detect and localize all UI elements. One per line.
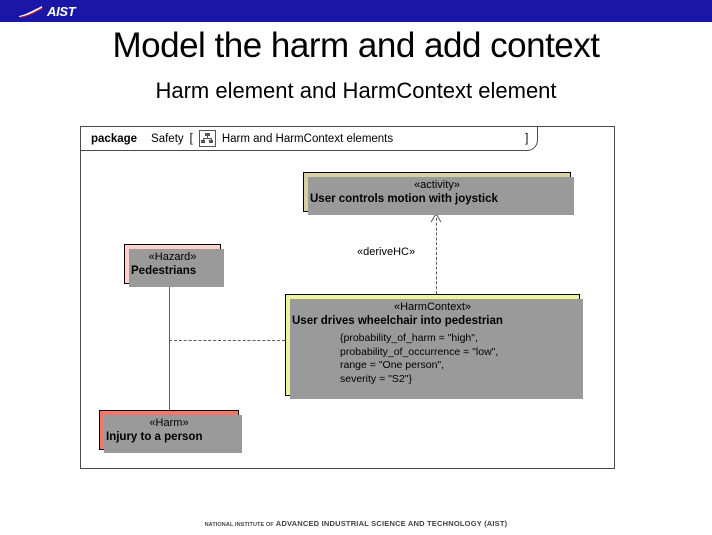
frame-bracket-open: [ — [189, 132, 193, 145]
frame-bracket-close: ] — [525, 132, 529, 145]
property-line: {probability_of_harm = "high", — [340, 332, 478, 344]
slide-title: Model the harm and add context — [112, 26, 600, 65]
node-harmcontext-body: «HarmContext» User drives wheelchair int… — [286, 295, 579, 392]
node-hazard-name: Pedestrians — [131, 265, 197, 277]
node-hazard-stereotype: «Hazard» — [148, 251, 197, 263]
node-harm-shadow — [104, 415, 242, 453]
node-harmcontext-properties: {probability_of_harm = "high", probabili… — [292, 332, 573, 386]
property-line: range = "One person", — [340, 359, 445, 371]
node-harmcontext-shadow — [290, 299, 583, 399]
node-harm[interactable]: «Harm» Injury to a person — [99, 410, 242, 453]
node-activity-shadow — [308, 177, 574, 215]
edge-hazard-harm-line — [169, 284, 170, 410]
top-banner — [0, 0, 712, 22]
node-harm-body: «Harm» Injury to a person — [100, 411, 238, 451]
package-diagram-icon — [198, 130, 216, 147]
frame-package-name: Safety — [151, 132, 184, 145]
property-line: probability_of_occurrence = "low", — [340, 345, 499, 358]
node-activity-body: «activity» User controls motion with joy… — [304, 173, 570, 213]
node-hazard-body: «Hazard» Pedestrians — [125, 245, 220, 285]
logo-text: AIST — [47, 3, 76, 19]
node-harmcontext[interactable]: «HarmContext» User drives wheelchair int… — [285, 294, 583, 399]
property-line: severity = "S2"} — [340, 372, 412, 385]
frame-keyword: package — [91, 132, 138, 145]
edge-hazard-harmcontext-line — [169, 340, 285, 341]
slide-subtitle: Harm element and HarmContext element — [155, 78, 557, 103]
node-activity[interactable]: «activity» User controls motion with joy… — [303, 172, 574, 215]
footer: NATIONAL INSTITUTE OF ADVANCED INDUSTRIA… — [0, 519, 712, 528]
footer-text: ADVANCED INDUSTRIAL SCIENCE AND TECHNOLO… — [275, 519, 508, 528]
edge-derivehc-line — [436, 213, 437, 294]
footer-prefix: NATIONAL INSTITUTE OF — [204, 522, 274, 528]
logo-swoosh-icon — [18, 5, 44, 18]
node-harmcontext-name: User drives wheelchair into pedestrian — [292, 315, 503, 327]
diagram-frame-header: package Safety [ Harm and HarmContext el… — [81, 127, 539, 151]
node-activity-stereotype: «activity» — [414, 179, 460, 191]
node-harmcontext-stereotype: «HarmContext» — [393, 301, 472, 313]
node-hazard[interactable]: «Hazard» Pedestrians — [124, 244, 224, 287]
node-activity-name: User controls motion with joystick — [310, 193, 498, 205]
node-hazard-shadow — [129, 249, 224, 287]
edge-derivehc-label: «deriveHC» — [357, 246, 416, 258]
frame-diagram-label: Harm and HarmContext elements — [221, 132, 394, 145]
aist-logo: AIST — [18, 3, 76, 19]
node-harm-stereotype: «Harm» — [149, 417, 189, 429]
node-harm-name: Injury to a person — [106, 431, 203, 443]
